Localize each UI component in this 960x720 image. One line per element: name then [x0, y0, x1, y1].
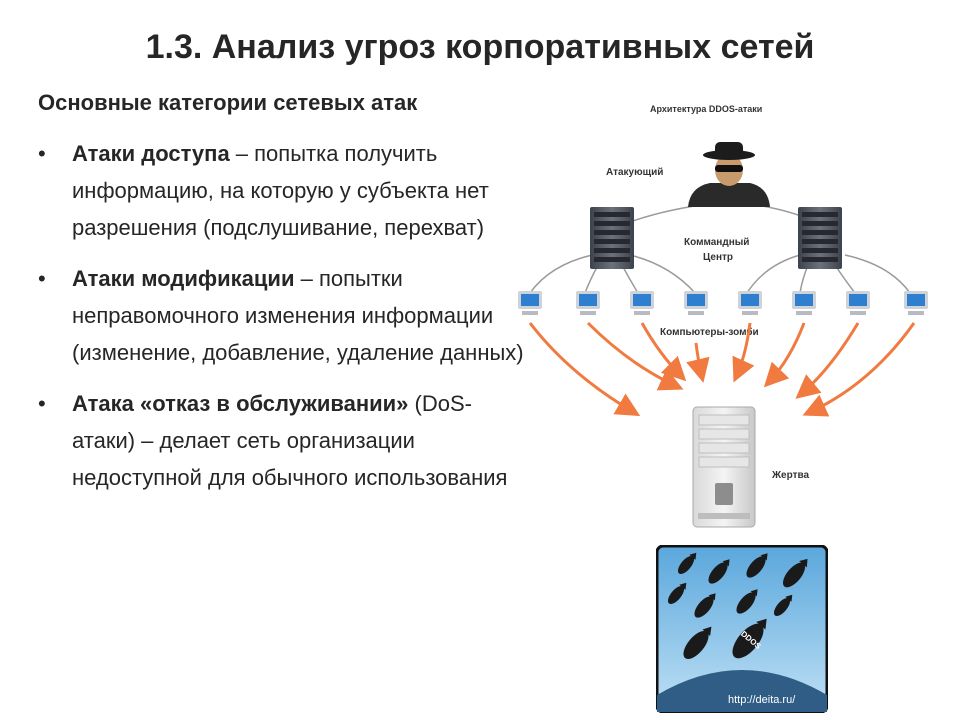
attacker-icon: [688, 142, 770, 207]
bomb-icon: [736, 589, 758, 614]
bomb-icon: [677, 552, 697, 575]
command-server-icon: [798, 207, 842, 269]
bullet-dot: •: [38, 141, 46, 166]
bullet-text: (DoS-атаки) – делает сеть организации не…: [72, 391, 508, 490]
bullet-list: • Атаки доступа – попытка получить инфор…: [38, 135, 528, 510]
bomb-icon: [732, 618, 767, 659]
bullet-term: Атаки модификации: [72, 266, 295, 291]
zombie-computers: [518, 291, 928, 315]
command-server-icon: [590, 207, 634, 269]
source-url: http://deita.ru/: [728, 694, 796, 706]
zombie-computer-icon: [904, 291, 928, 315]
zombie-computer-icon: [518, 291, 542, 315]
bomb-icon: [694, 593, 716, 618]
bomb-icon: [746, 553, 768, 578]
zombie-computer-icon: [630, 291, 654, 315]
slide-title: 1.3. Анализ угроз корпоративных сетей: [145, 28, 815, 66]
zombie-computer-icon: [576, 291, 600, 315]
diagram-title: Архитектура DDOS-атаки: [650, 104, 762, 114]
bomb-icon: [683, 626, 712, 660]
bullet-text: – попытки неправомочного изменения инфор…: [72, 266, 524, 365]
zombie-computer-icon: [684, 291, 708, 315]
bomb-icon: [773, 594, 793, 617]
zombies-label: Компьютеры-зомби: [660, 326, 759, 338]
attack-arrows: [528, 321, 916, 417]
bomb-icon: [667, 582, 687, 605]
bullet-item-access-attacks: • Атаки доступа – попытка получить инфор…: [38, 135, 528, 246]
bomb-icon: [708, 559, 730, 584]
bullet-dot: •: [38, 266, 46, 291]
slide-subtitle: Основные категории сетевых атак: [38, 90, 418, 115]
zombie-computer-icon: [738, 291, 762, 315]
ddos-architecture-diagram: Архитектура DDOS-атаки Атакующий: [518, 104, 928, 528]
zombie-computer-icon: [846, 291, 870, 315]
victim-server-icon: [692, 406, 756, 528]
bullet-text: – попытка получить информацию, на котору…: [72, 141, 489, 240]
attacker-label: Атакующий: [606, 167, 663, 178]
command-center-label: Коммандный: [684, 237, 749, 248]
bomb-icon: [782, 558, 808, 588]
command-center-label: Центр: [703, 252, 733, 263]
bullet-dot: •: [38, 391, 46, 416]
ddos-bombs-image: DDOS http://deita.ru/: [656, 545, 828, 713]
bullet-term: Атаки доступа: [72, 141, 230, 166]
zombie-computer-icon: [792, 291, 816, 315]
bullet-item-modification-attacks: • Атаки модификации – попытки неправомоч…: [38, 260, 528, 371]
bullet-item-dos-attacks: • Атака «отказ в обслуживании» (DoS-атак…: [38, 385, 528, 496]
victim-label: Жертва: [771, 470, 809, 481]
bullet-term: Атака «отказ в обслуживании»: [72, 391, 409, 416]
